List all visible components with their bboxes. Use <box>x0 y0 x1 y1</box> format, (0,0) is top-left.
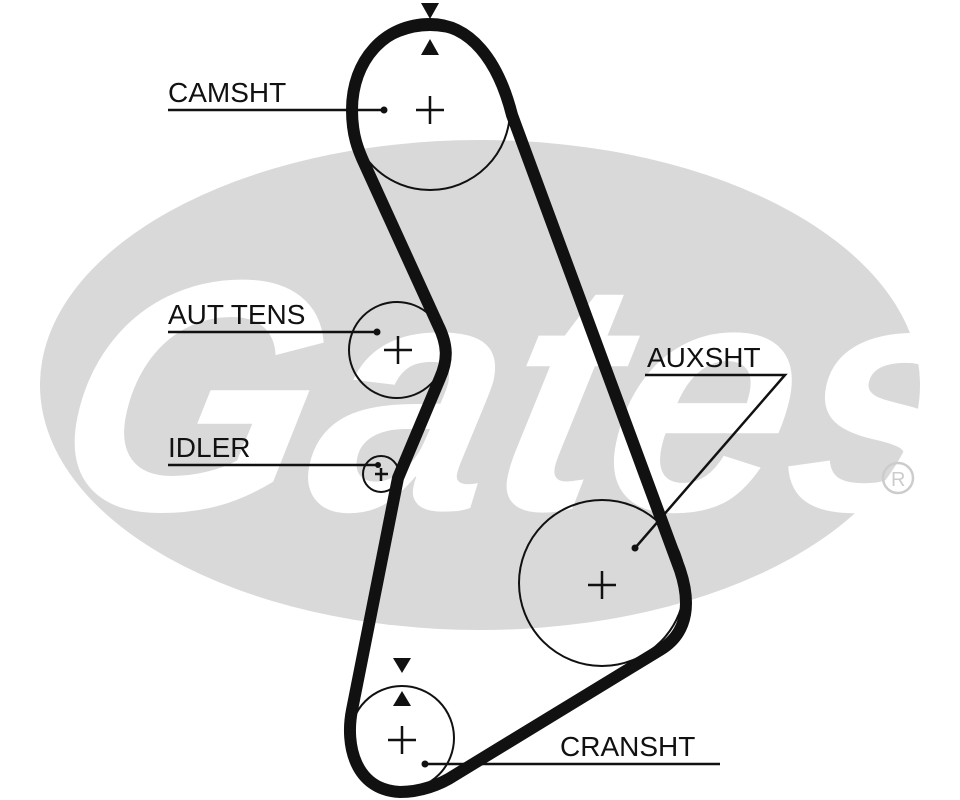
cam-mark-down-icon <box>421 3 439 19</box>
cam-mark-up-icon <box>421 39 439 55</box>
leader-lines <box>168 108 788 766</box>
center-crosses <box>375 96 616 754</box>
label-crankshaft: CRANSHT <box>560 731 695 762</box>
label-auxshaft: AUXSHT <box>647 342 761 373</box>
timing-marks <box>393 3 439 706</box>
gates-logo-watermark: Gates R <box>27 140 960 630</box>
logo-ellipse <box>40 140 920 630</box>
crank-mark-up-icon <box>393 691 411 706</box>
label-camshaft: CAMSHT <box>168 77 286 108</box>
label-idler: IDLER <box>168 432 250 463</box>
label-tensioner: AUT TENS <box>168 299 305 330</box>
registered-mark <box>881 461 915 495</box>
logo-text: Gates <box>27 211 960 580</box>
svg-text:R: R <box>891 469 905 491</box>
crank-mark-down-icon <box>393 658 411 673</box>
